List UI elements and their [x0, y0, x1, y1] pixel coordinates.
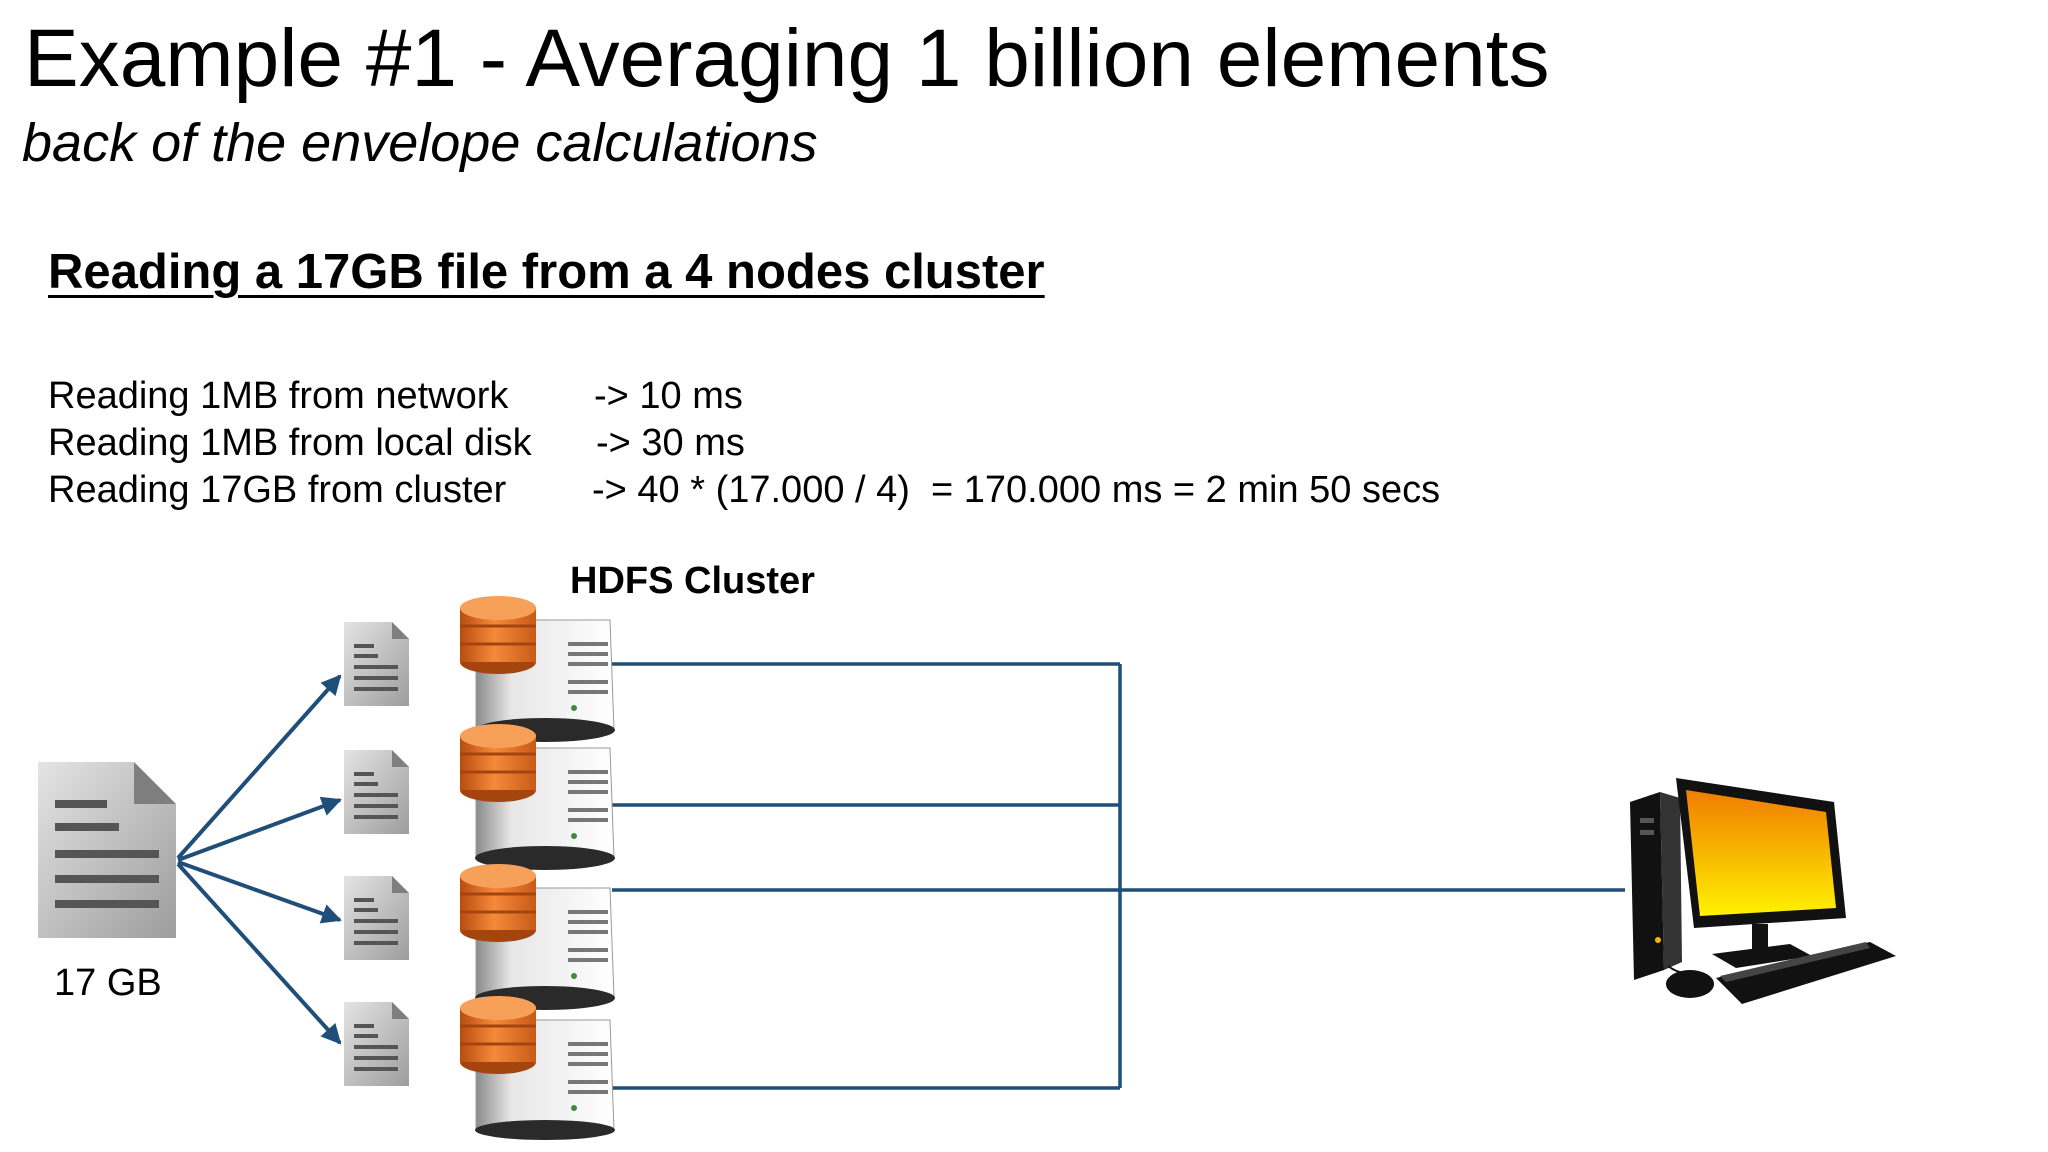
hdfs-cluster-label: HDFS Cluster — [570, 560, 815, 602]
calc-value: -> 40 * (17.000 / 4) = 170.000 ms = 2 mi… — [592, 469, 1441, 511]
server-node-3 — [460, 864, 615, 1010]
network-lines — [612, 662, 1625, 1090]
file-chunk-icon — [344, 622, 409, 706]
server-node-4 — [460, 996, 615, 1140]
calc-label: Reading 17GB from cluster — [48, 469, 507, 511]
database-icon — [460, 864, 536, 942]
split-arrows — [176, 674, 342, 1045]
desktop-computer-icon — [1630, 778, 1896, 1004]
file-size-label: 17 GB — [54, 962, 162, 1004]
file-chunk-icon — [344, 876, 409, 960]
server-node-1 — [460, 596, 615, 742]
slide-subtitle: back of the envelope calculations — [22, 113, 818, 173]
calc-value: -> 10 ms — [594, 375, 743, 417]
database-icon — [460, 724, 536, 802]
section-heading: Reading a 17GB file from a 4 nodes clust… — [48, 245, 1045, 299]
calc-label: Reading 1MB from network — [48, 375, 509, 417]
database-icon — [460, 996, 536, 1074]
file-chunk-icon — [344, 750, 409, 834]
server-node-2 — [460, 724, 615, 870]
database-icon — [460, 596, 536, 674]
calc-row-cluster: Reading 17GB from cluster -> 40 * (17.00… — [0, 0, 1440, 511]
large-file-icon — [38, 762, 176, 938]
calc-row-network: Reading 1MB from network -> 10 ms — [0, 0, 743, 417]
calc-value: -> 30 ms — [596, 422, 745, 464]
calc-label: Reading 1MB from local disk — [48, 422, 532, 464]
calc-row-disk: Reading 1MB from local disk -> 30 ms — [0, 0, 745, 464]
file-chunk-icon — [344, 1002, 409, 1086]
slide-title: Example #1 - Averaging 1 billion element… — [24, 13, 1550, 104]
